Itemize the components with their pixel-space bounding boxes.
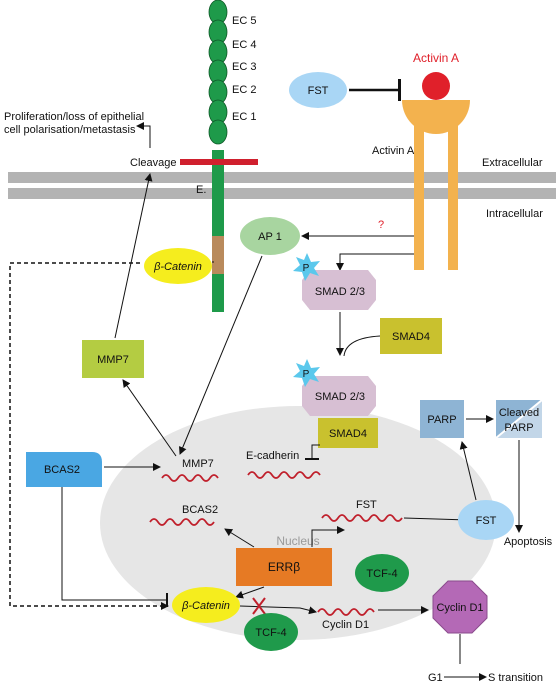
fst-gene-wave (321, 514, 403, 522)
smad4-first-label: SMAD4 (392, 331, 430, 343)
apoptosis-label: Apoptosis (504, 536, 553, 548)
ecadherin-domains (208, 0, 228, 145)
bcas2-gene-wave (149, 518, 215, 526)
bcas2-box-label: BCAS2 (44, 464, 80, 476)
smad23-first (302, 270, 376, 310)
membrane-outer (8, 172, 556, 183)
proliferation-line2: cell polarisation/metastasis (4, 124, 136, 136)
errb-label: ERRβ (268, 560, 300, 574)
ecadherin-catenin-binding (212, 236, 224, 274)
fst-top-label: FST (308, 85, 329, 97)
fst-right-label: FST (476, 515, 497, 527)
errb-to-catenin-arrow (235, 586, 265, 599)
nucleus-label: Nucleus (276, 534, 319, 548)
proliferation-line1: Proliferation/loss of epithelial (4, 111, 144, 123)
intracellular-label: Intracellular (486, 208, 543, 220)
activin-ligand (422, 72, 450, 100)
smad23-first-label: SMAD 2/3 (315, 286, 365, 298)
mmp7-gene-to-protein-arrow (122, 379, 177, 457)
ap1-to-mmp7-arrow (178, 255, 263, 455)
bcas2-inhibits-catenin (61, 487, 168, 607)
mmp7-box (82, 340, 144, 378)
mmp7-to-cleavage-arrow (114, 173, 153, 339)
e-label: E. (196, 184, 206, 196)
tcf4-upper-label: TCF-4 (366, 568, 397, 580)
smad23-second (302, 376, 376, 416)
cleaved-parp-line1: Cleaved (499, 407, 539, 419)
tcf4-lower (244, 613, 298, 651)
ap1 (240, 217, 300, 255)
mmp7-gene-label: MMP7 (182, 458, 214, 470)
cyclin-protein-label: Cyclin D1 (436, 602, 483, 614)
beta-catenin-top-label: β-Catenin (153, 261, 202, 273)
cleavage-line (495, 399, 543, 439)
smad4-join-curve (343, 335, 381, 357)
activin-top-label: Activin A (413, 51, 459, 65)
parp-box (420, 400, 464, 438)
tcf4-lower-label: TCF-4 (255, 627, 286, 639)
ecadherin-stalk (212, 150, 224, 312)
ec2-label: EC 2 (232, 84, 256, 96)
g1-label: G1 (428, 672, 443, 684)
mmp7-box-label: MMP7 (97, 354, 129, 366)
ec5-label: EC 5 (232, 15, 256, 27)
extracellular-label: Extracellular (482, 157, 543, 169)
p-first-label: P (303, 263, 310, 274)
cyclin-gene-label: Cyclin D1 (322, 619, 369, 631)
ap1-label: AP 1 (258, 231, 282, 243)
fst-to-parp-arrow (459, 441, 477, 501)
errb-to-fst-arrow (311, 526, 345, 547)
ecadherin-gene-wave (247, 471, 321, 479)
smad23-second-label: SMAD 2/3 (315, 391, 365, 403)
catenin-translocation-dashed-arrow (9, 262, 169, 610)
smad-inhibits-ecadherin (305, 444, 320, 460)
smad4-first (380, 318, 442, 354)
bcas2-box (26, 452, 102, 487)
activin-receptor-label: Activin A (372, 145, 415, 157)
membrane-inner (8, 188, 556, 199)
bcas2-gene-label: BCAS2 (182, 504, 218, 516)
ecadherin-gene-label: E-cadherin (246, 450, 299, 462)
tcf4-upper (355, 554, 409, 592)
beta-catenin-top (144, 248, 212, 284)
beta-catenin-bottom-label: β-Catenin (181, 600, 230, 612)
cyclin-gene-wave (317, 608, 375, 616)
p-second-label: P (303, 369, 310, 380)
cleaved-parp-line2: PARP (504, 422, 533, 434)
ec4-label: EC 4 (232, 39, 256, 51)
blocked-x-mark (252, 597, 266, 615)
cyclin-d1-protein (432, 580, 488, 634)
receptor-leg-right (448, 110, 458, 270)
fst-gene-label: FST (356, 499, 377, 511)
beta-catenin-bottom (172, 587, 240, 623)
receptor-to-smad-arrow (336, 253, 414, 271)
s-transition-label: S transition (488, 672, 543, 684)
cleavage-to-proliferation-arrow (136, 122, 151, 148)
activin-receptor-cup (402, 100, 470, 134)
fst-right (458, 500, 514, 540)
question-mark: ? (378, 219, 384, 231)
mmp7-gene-wave (161, 474, 219, 482)
p-star-second (293, 359, 320, 387)
gene-waves (149, 471, 403, 616)
errb-box (236, 548, 332, 586)
ec3-label: EC 3 (232, 61, 256, 73)
parp-label: PARP (427, 414, 456, 426)
smad4-second (318, 418, 378, 448)
smad4-second-label: SMAD4 (329, 428, 367, 440)
ec1-label: EC 1 (232, 111, 256, 123)
receptor-leg-left (414, 110, 424, 270)
p-star-first (293, 253, 320, 281)
cleavage-bar (180, 159, 258, 165)
errb-to-bcas2-arrow (224, 528, 255, 548)
fst-top (289, 72, 347, 108)
fst-gene-to-protein-arrow (403, 515, 469, 524)
cleavage-label: Cleavage (130, 157, 176, 169)
